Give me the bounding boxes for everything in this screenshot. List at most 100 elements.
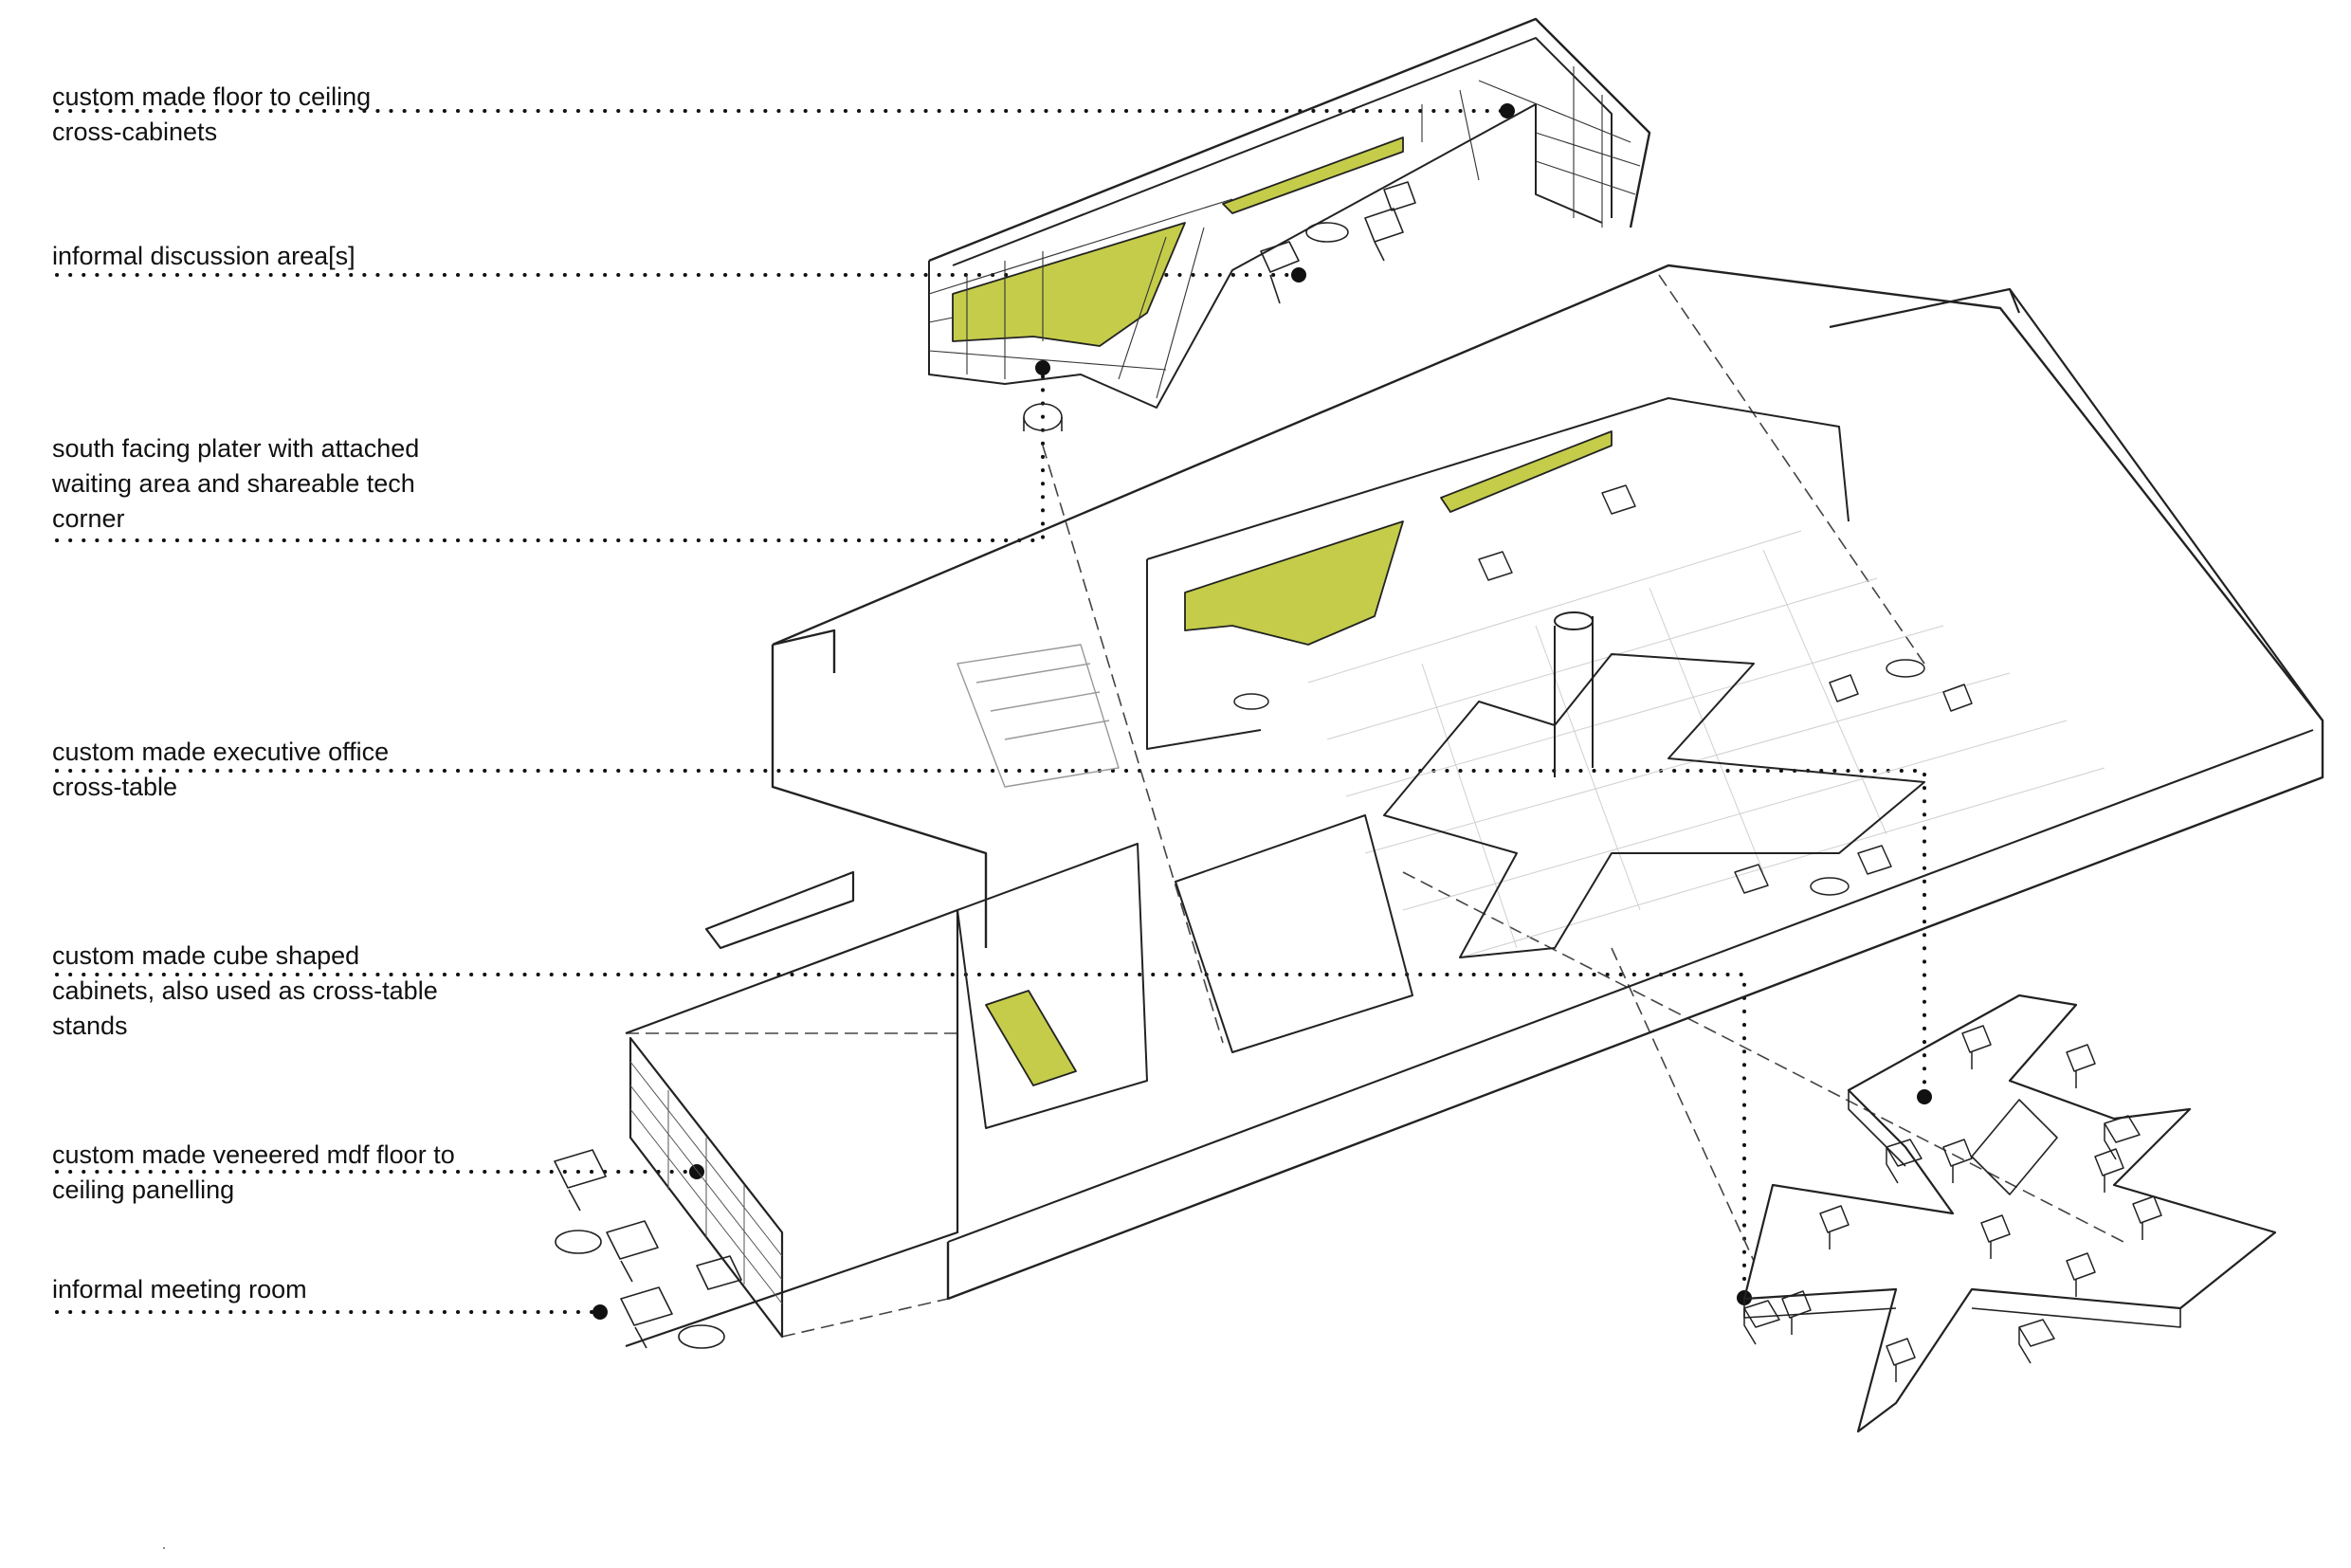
green-panel	[985, 990, 1077, 1086]
cabinet-wall-front	[928, 103, 1603, 409]
projection-line	[781, 1298, 949, 1338]
floor-slab-outline	[772, 264, 2324, 1301]
label-line: informal meeting room	[52, 1275, 307, 1304]
discussion-chairs	[1260, 181, 1416, 304]
floor-grid-line	[1535, 625, 1641, 911]
label-informal-meeting-room: informal meeting room	[52, 1272, 307, 1307]
cabinet-grid-line	[1535, 160, 1636, 195]
projection-lines	[626, 274, 2124, 1338]
cabinet-wall-top-edge	[928, 17, 1651, 263]
leader-south	[55, 366, 1045, 542]
leader-dot	[1917, 1089, 1932, 1104]
office-chair	[1781, 1290, 1812, 1335]
chair	[1260, 241, 1300, 304]
round-table	[1886, 659, 1925, 678]
column	[1554, 616, 1594, 777]
floor-grid-line	[1421, 663, 1518, 949]
office-chair	[2066, 1252, 2096, 1297]
corner-mark	[163, 1547, 165, 1549]
projection-line	[1658, 274, 1925, 665]
chair	[1942, 684, 1973, 712]
floor-grid-line	[1649, 587, 1764, 873]
main-floor	[625, 264, 2324, 1348]
round-table	[1810, 877, 1850, 896]
label-line: south facing plater with attached	[52, 434, 420, 463]
cube-cabinet-room	[957, 814, 1413, 1129]
cabinet-grid	[928, 66, 1641, 399]
panelling-outline	[629, 1036, 784, 1339]
floor-grid-line	[1364, 672, 2011, 854]
projection-line	[1611, 947, 1755, 1262]
side-table	[678, 1324, 725, 1349]
cabinet-grid-line	[1478, 80, 1631, 143]
panelling-wall	[629, 1036, 784, 1339]
label-line: cross-table	[52, 773, 178, 801]
floor-grid-line	[1307, 530, 1802, 684]
leader-dot	[1500, 103, 1515, 119]
label-line: cross-cabinets	[52, 118, 218, 146]
office-chair	[1980, 1214, 2011, 1259]
round-table	[1305, 222, 1349, 243]
label-line: custom made cube shaped	[52, 941, 360, 970]
label-line: custom made floor to ceiling	[52, 82, 372, 111]
leader-cube	[55, 973, 1746, 1300]
left-wall	[771, 629, 988, 948]
office-chair	[1886, 1338, 1916, 1382]
cube-stand	[1743, 1300, 1780, 1345]
round-table	[1233, 693, 1269, 710]
office-chair	[2094, 1148, 2124, 1193]
label-south-facing-plater: south facing plater with attached waitin…	[52, 431, 419, 537]
side-table	[555, 1230, 602, 1254]
projection-line	[1402, 871, 2124, 1243]
floor-chairs	[1233, 484, 1973, 896]
chair	[1364, 208, 1404, 262]
cabinet-grid-line	[928, 198, 1233, 295]
leader-dot	[592, 1304, 608, 1320]
leader-executive	[55, 769, 1926, 1099]
label-line: corner	[52, 504, 125, 533]
stair-core	[957, 644, 1120, 788]
leader-dot	[1291, 267, 1306, 283]
pouf-side	[1023, 417, 1063, 431]
lower-annex	[625, 870, 959, 1348]
office-chair	[1942, 1139, 1973, 1183]
cube-stand	[2018, 1319, 2055, 1364]
floor-slab-edge	[947, 729, 2314, 1243]
chair	[1734, 864, 1769, 894]
label-line: informal discussion area[s]	[52, 242, 355, 270]
green-panel	[1184, 520, 1404, 646]
floor-cabinet-wall	[1146, 397, 1850, 750]
chair	[1383, 181, 1416, 211]
lounge-chair	[696, 1255, 742, 1290]
top-cabinet-wall	[928, 17, 1651, 431]
floor-grid-line	[1762, 549, 1887, 835]
label-line: custom made executive office	[52, 738, 390, 766]
office-chair	[1961, 1025, 1992, 1069]
office-chair	[1819, 1205, 1850, 1249]
leader-dot	[1035, 360, 1050, 375]
label-line: cabinets, also used as cross-table	[52, 976, 438, 1005]
cube-stand	[2104, 1115, 2141, 1160]
column-top	[1554, 611, 1594, 630]
green-panel	[1440, 430, 1613, 513]
projection-line	[1042, 445, 1224, 1044]
chair	[1601, 484, 1636, 515]
right-deck	[1829, 287, 2324, 721]
label-floor-to-ceiling-cabinets: custom made floor to ceiling cross-cabin…	[52, 80, 371, 150]
lounge-chair	[606, 1220, 659, 1283]
office-chair	[2066, 1044, 2096, 1088]
label-line: stands	[52, 1012, 128, 1040]
label-veneered-panelling: custom made veneered mdf floor to ceilin…	[52, 1138, 455, 1208]
chair	[1829, 674, 1859, 702]
exploded-cross-table	[1742, 994, 2277, 1433]
cabinet-wall-back	[952, 37, 1613, 266]
cabinet-grid-line	[1535, 132, 1641, 167]
green-panel	[952, 222, 1186, 347]
cross-table-inner	[1971, 1099, 2058, 1195]
green-panel	[1222, 137, 1404, 214]
cabinet-grid-line	[1118, 236, 1167, 380]
label-executive-cross-table: custom made executive office cross-table	[52, 735, 389, 805]
cube-stand	[1886, 1139, 1923, 1184]
